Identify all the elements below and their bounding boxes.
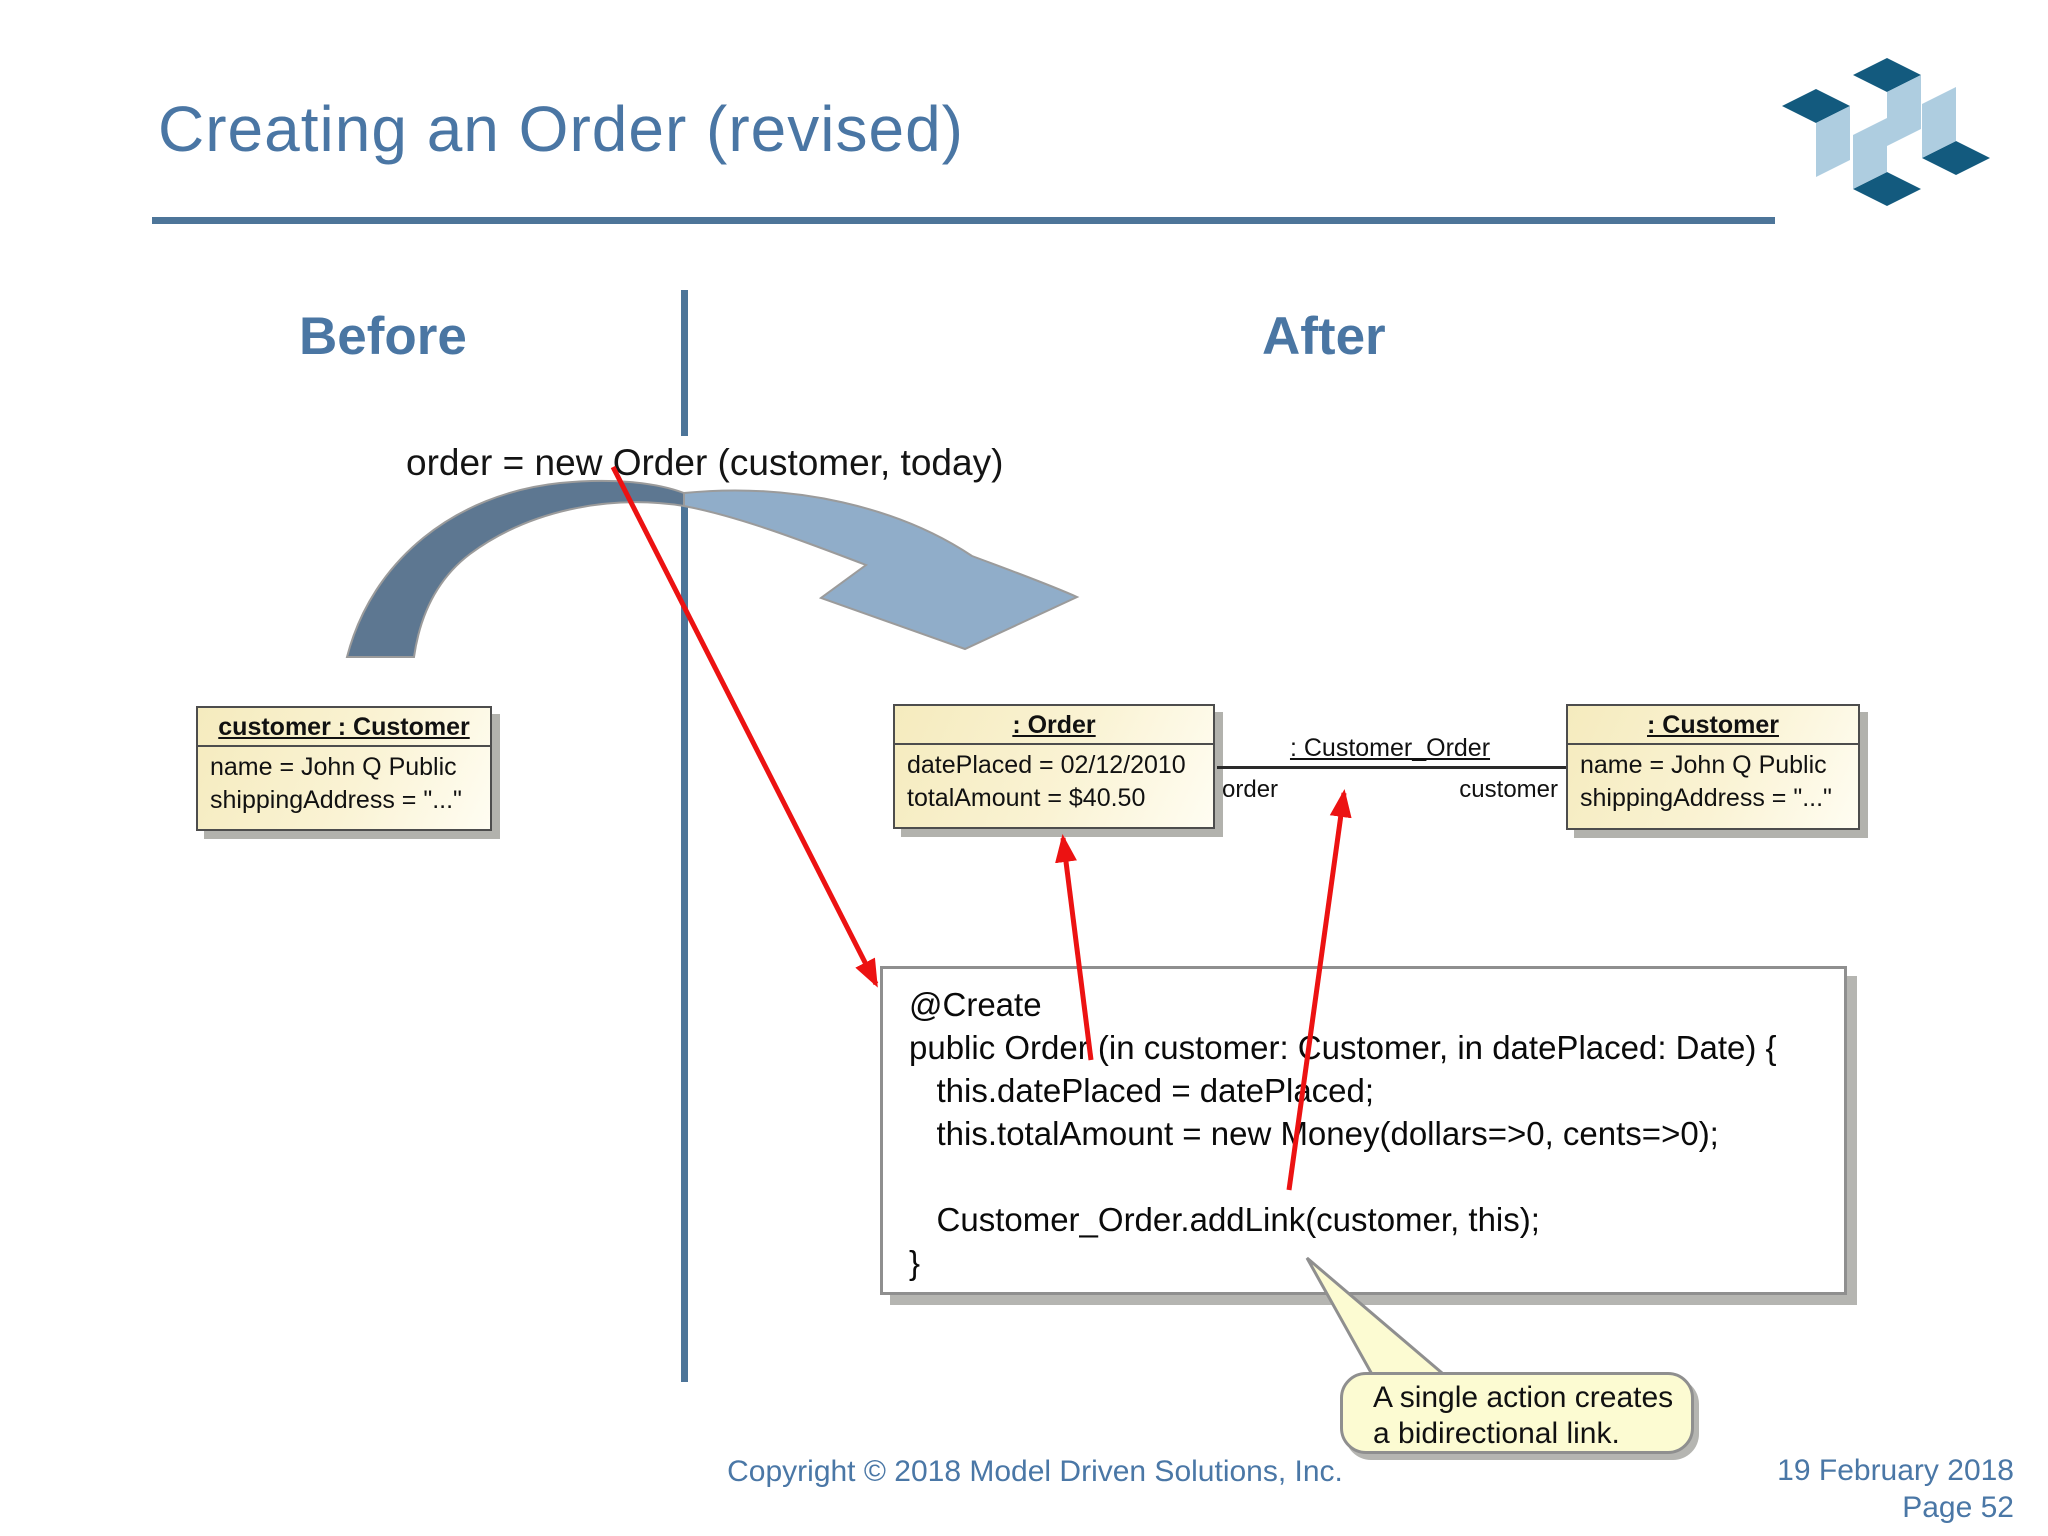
uml-attribute: shippingAddress = "..." — [210, 786, 462, 814]
code-box: @Create public Order (in customer: Custo… — [880, 966, 1847, 1295]
uml-attribute: name = John Q Public — [210, 753, 457, 781]
uml-attribute: totalAmount = $40.50 — [907, 784, 1146, 812]
curved-arrow-left-wing — [345, 479, 685, 658]
footer-copyright: Copyright © 2018 Model Driven Solutions,… — [727, 1455, 1343, 1488]
callout-bubble: A single action creates a bidirectional … — [1340, 1372, 1694, 1454]
constructor-call-text: order = new Order (customer, today) — [396, 436, 1014, 492]
red-arrow-to-code-box — [610, 465, 879, 988]
uml-attribute: shippingAddress = "..." — [1580, 784, 1832, 812]
association-line — [1217, 766, 1566, 769]
constructor-code-text: @Create public Order (in customer: Custo… — [909, 986, 1777, 1281]
association-label: : Customer_Order — [1289, 734, 1491, 762]
uml-object-customer-before: customer : Customer name = John Q Public… — [196, 706, 492, 831]
uml-attribute: name = John Q Public — [1580, 751, 1827, 779]
footer-page-number: Page 52 — [1902, 1491, 2014, 1524]
uml-object-header: customer : Customer — [198, 708, 490, 747]
footer-date: 19 February 2018 — [1777, 1454, 2014, 1487]
uml-attribute: datePlaced = 02/12/2010 — [907, 751, 1186, 779]
curved-arrow-right-wing — [683, 489, 1080, 651]
footer-date-page: 19 February 2018 Page 52 — [1777, 1452, 2014, 1526]
association-role-customer: customer — [1459, 776, 1558, 803]
uml-object-order: : Order datePlaced = 02/12/2010 totalAmo… — [893, 704, 1215, 829]
callout-text: A single action creates a bidirectional … — [1373, 1381, 1674, 1450]
company-logo-icon — [1782, 58, 1990, 206]
before-label: Before — [299, 307, 467, 366]
uml-object-header: : Order — [895, 706, 1213, 745]
uml-object-customer-after: : Customer name = John Q Public shipping… — [1566, 704, 1860, 830]
association-role-order: order — [1222, 776, 1279, 803]
uml-object-header: : Customer — [1568, 706, 1858, 745]
after-label: After — [1262, 307, 1386, 366]
title-underline — [152, 217, 1775, 224]
page-title: Creating an Order (revised) — [158, 93, 964, 165]
